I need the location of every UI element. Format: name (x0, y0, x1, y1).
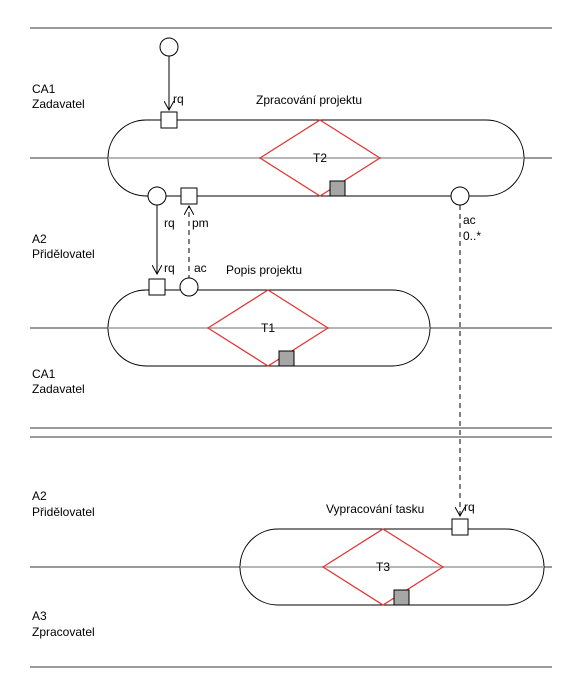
role-name-pridelovatel: Přidělovatel (32, 505, 95, 519)
transaction-title-t3: Vypracování tasku (326, 502, 424, 516)
role-label-ca1: CA1 (32, 82, 56, 96)
role-label-a2: A2 (32, 489, 47, 503)
request-box-t3 (451, 518, 469, 536)
transaction-title-t2: Zpracování projektu (256, 93, 362, 107)
request-box-t1 (148, 278, 166, 296)
transaction-label-t2: T2 (313, 151, 327, 165)
executor-marker-t1 (278, 350, 295, 367)
link-label-rq: rq (164, 216, 175, 230)
link-label-pm: pm (192, 216, 209, 230)
link-label-rq: rq (464, 500, 475, 514)
link-label-rq: rq (173, 92, 184, 106)
role-name-zadavatel: Zadavatel (32, 97, 85, 111)
link-label-rq: rq (164, 261, 175, 275)
transaction-title-t1: Popis projektu (226, 263, 302, 277)
role-label-ca1: CA1 (32, 367, 56, 381)
link-cardinality: 0..* (463, 229, 481, 243)
link-label-ac: ac (194, 261, 207, 275)
role-name-pridelovatel: Přidělovatel (32, 247, 95, 261)
executor-marker-t2 (329, 180, 346, 197)
accept-circle-t2-left (147, 186, 167, 206)
transaction-diamond-t3 (321, 528, 445, 606)
role-name-zpracovatel: Zpracovatel (32, 625, 95, 639)
executor-marker-t3 (393, 589, 410, 606)
accept-circle-t2-right (450, 186, 470, 206)
link-label-ac: ac (463, 213, 476, 227)
accept-circle-t1 (179, 277, 199, 297)
role-label-a2: A2 (32, 232, 47, 246)
transaction-label-t3: T3 (376, 560, 390, 574)
transaction-diamond-t2 (258, 119, 382, 197)
promise-box-t2 (180, 187, 198, 205)
initiator-circle (159, 37, 179, 57)
role-label-a3: A3 (32, 609, 47, 623)
request-box-t2 (160, 111, 178, 129)
transaction-diamond-t1 (206, 289, 330, 367)
transaction-label-t1: T1 (261, 321, 275, 335)
role-name-zadavatel: Zadavatel (32, 382, 85, 396)
